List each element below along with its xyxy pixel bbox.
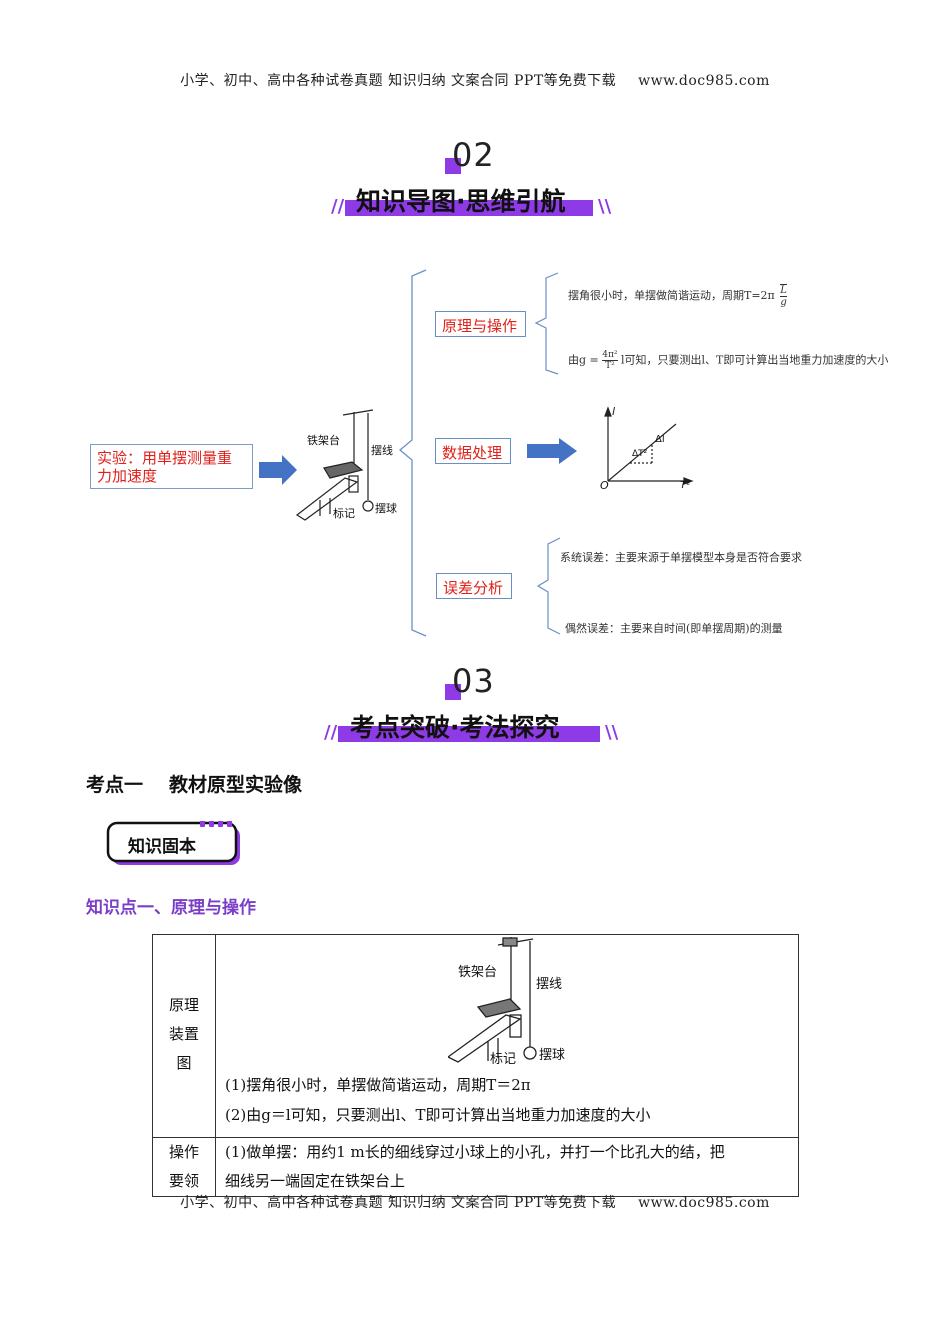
knowledge-badge: 知识固本 [106,821,242,867]
topic-index: 考点一 [86,774,144,796]
graph-x-label: T² [680,480,691,491]
badge-label: 知识固本 [128,837,196,857]
section-03-banner: 03 // 考点突破·考法探究 \\ [0,662,950,756]
apparatus-stand-label: 铁架台 [458,965,498,980]
knowledge-point-heading: 知识点一、原理与操作 [86,898,256,918]
row-label-text: 原理装置图 [169,996,200,1072]
table-row: 操作要领 (1)做单摆：用约1 m长的细线穿过小球上的小孔，并打一个比孔大的结，… [152,1137,799,1197]
number-accent-bar [445,158,461,174]
row-content: 铁架台 摆线 标记 摆球 (1)摆角很小时，单摆做简谐运动，周期T＝2π (2)… [215,934,799,1138]
sqrt-frac: L g [780,284,787,308]
row-line: (2)由g＝l可知，只要测出l、T即可计算出当地重力加速度的大小 [225,1106,651,1124]
branch-error-label: 误差分析 [443,579,504,597]
apparatus-stand-label: 铁架台 [307,434,340,447]
principle-note-1: 摆角很小时，单摆做简谐运动，周期T=2π L g [568,284,787,308]
footer-text: 小学、初中、高中各种试卷真题 知识归纳 文案合同 PPT等免费下载 [180,1195,617,1211]
pendulum-apparatus-icon [295,409,374,521]
page-footer: 小学、初中、高中各种试卷真题 知识归纳 文案合同 PPT等免费下载 www.doc… [0,1192,950,1212]
header-text: 小学、初中、高中各种试卷真题 知识归纳 文案合同 PPT等免费下载 [180,73,617,89]
mindmap-root: 实验：用单摆测量重力加速度 [90,444,253,489]
apparatus-string-label: 摆线 [536,977,563,992]
l-vs-T2-graph [604,406,694,485]
error-note-systematic: 系统误差：主要来源于单摆模型本身是否符合要求 [560,551,802,564]
mindmap: 实验：用单摆测量重力加速度 [0,0,950,660]
slash-right: \\ [598,196,612,217]
principle-table: 原理装置图 铁架台 摆线 标记 摆球 [152,934,799,1197]
row-line: 细线另一端固定在铁架台上 [225,1172,406,1190]
row-label: 原理装置图 [152,934,216,1138]
section-02-banner: 02 // 知识导图·思维引航 \\ [0,136,950,230]
table-row: 原理装置图 铁架台 摆线 标记 摆球 [152,934,799,1138]
branch-error: 误差分析 [436,573,512,599]
data-arrow-icon [527,438,577,464]
row-label-text: 操作要领 [168,1143,199,1190]
page-header: 小学、初中、高中各种试卷真题 知识归纳 文案合同 PPT等免费下载 www.doc… [0,70,950,90]
apparatus-mark-label: 标记 [333,507,355,520]
title-accent-bar [338,726,600,742]
principle-note-2: 由g = 4π² T² l可知，只要测出l、T即可计算出当地重力加速度的大小 [568,350,889,371]
footer-url[interactable]: www.doc985.com [638,1195,770,1211]
graph-dl: Δl [655,434,665,445]
branch-principle-label: 原理与操作 [442,317,518,335]
topic-heading: 考点一 教材原型实验像 [86,770,328,797]
graph-dT2: ΔT² [632,449,648,459]
mindmap-main-bracket [398,269,427,637]
badge-frame [106,821,240,865]
row-label: 操作要领 [152,1137,216,1197]
branch3-bracket [536,537,561,635]
topic-name: 教材原型实验像 [169,774,303,796]
slash-left: // [324,722,338,743]
slash-right: \\ [605,722,619,743]
arrow-right-icon [259,455,297,485]
section-title: 知识导图·思维引航 [356,187,566,216]
row-line: (1)做单摆：用约1 m长的细线穿过小球上的小孔，并打一个比孔大的结，把 [225,1143,725,1161]
pendulum-apparatus-icon [448,937,537,1063]
title-accent-bar [345,200,593,216]
slash-left: // [331,196,345,217]
row-content: (1)做单摆：用约1 m长的细线穿过小球上的小孔，并打一个比孔大的结，把 细线另… [215,1137,799,1197]
apparatus-ball-label: 摆球 [539,1048,566,1063]
mindmap-root-label: 实验：用单摆测量重力加速度 [97,449,233,485]
section-title: 考点突破·考法探究 [350,713,560,742]
apparatus-mark-label: 标记 [490,1052,517,1067]
error-note-random: 偶然误差：主要来自时间(即单摆周期)的测量 [565,622,783,635]
g-frac: 4π² T² [602,350,618,371]
graph-y-label: l [612,405,616,418]
header-url[interactable]: www.doc985.com [638,73,770,89]
branch1-bracket [534,272,559,375]
apparatus-ball-label: 摆球 [375,502,397,515]
branch-data: 数据处理 [435,438,511,464]
section-number: 03 [452,662,495,700]
apparatus-string-label: 摆线 [371,444,393,457]
branch-principle: 原理与操作 [435,311,526,337]
number-accent-bar [445,684,461,700]
section-number: 02 [452,136,495,174]
branch-data-label: 数据处理 [442,444,503,462]
graph-origin: O [600,479,609,492]
row-line: (1)摆角很小时，单摆做简谐运动，周期T＝2π [225,1076,531,1094]
mindmap-graphics [259,269,694,637]
